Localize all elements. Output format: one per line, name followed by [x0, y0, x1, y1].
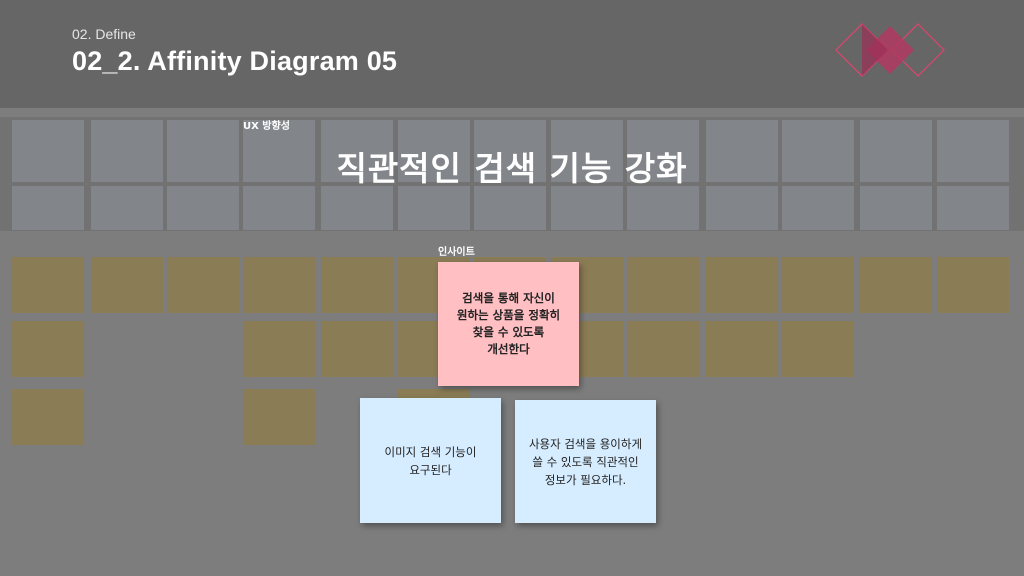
header: 02. Define 02_2. Affinity Diagram 05: [0, 0, 1024, 108]
background-note: [321, 321, 393, 377]
background-note: [12, 257, 84, 313]
background-note: [12, 389, 84, 445]
background-note: [321, 257, 393, 313]
background-note: [627, 257, 699, 313]
ux-direction-band: [0, 117, 1024, 231]
finding-note-right-text: 사용자 검색을 용이하게 쓸 수 있도록 직관적인 정보가 필요하다.: [528, 436, 643, 487]
background-note: [706, 257, 778, 313]
background-note: [782, 257, 854, 313]
background-note: [243, 257, 315, 313]
background-note: [243, 389, 315, 445]
ux-direction-title: 직관적인 검색 기능 강화: [336, 149, 688, 188]
background-note: [860, 257, 932, 313]
insight-note[interactable]: 검색을 통해 자신이 원하는 상품을 정확히 찾을 수 있도록 개선한다: [438, 262, 579, 386]
background-note: [167, 257, 239, 313]
background-note: [937, 257, 1009, 313]
finding-note-left[interactable]: 이미지 검색 기능이 요구된다: [360, 398, 501, 523]
insight-label: 인사이트: [438, 247, 475, 258]
finding-note-right[interactable]: 사용자 검색을 용이하게 쓸 수 있도록 직관적인 정보가 필요하다.: [515, 400, 656, 523]
background-note: [706, 321, 778, 377]
background-note: [91, 257, 163, 313]
background-note: [782, 321, 854, 377]
insight-note-text: 검색을 통해 자신이 원하는 상품을 정확히 찾을 수 있도록 개선한다: [456, 291, 561, 356]
background-note: [12, 321, 84, 377]
page-title: 02_2. Affinity Diagram 05: [72, 46, 398, 76]
diamond-logo-icon: [835, 23, 945, 77]
background-note: [243, 321, 315, 377]
section-kicker: 02. Define: [72, 26, 136, 42]
background-note: [627, 321, 699, 377]
ux-direction-label: UX 방향성: [243, 121, 290, 132]
finding-note-left-text: 이미지 검색 기능이 요구된다: [384, 444, 477, 477]
